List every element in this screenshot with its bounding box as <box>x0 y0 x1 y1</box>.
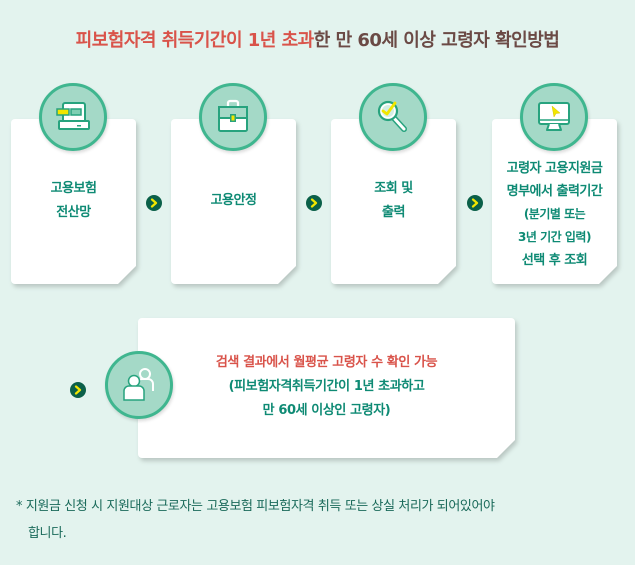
chevron-right-icon <box>70 382 86 398</box>
step-3-text: 조회 및 출력 <box>331 177 456 225</box>
title-highlight: 피보험자격 취득기간이 1년 초과 <box>75 30 315 51</box>
step-3-line-2: 출력 <box>382 205 405 220</box>
result-line-1: 검색 결과에서 월평균 고령자 수 확인 가능 <box>215 355 438 370</box>
step-card-2-body: 고용안정 <box>171 119 296 284</box>
step-4-text: 고령자 고용지원금 명부에서 출력기간 (분기별 또는 3년 기간 입력) 선택… <box>492 157 617 272</box>
step-4-line-5: 선택 후 조회 <box>521 253 588 268</box>
step-card-2: 고용안정 <box>171 119 296 284</box>
chevron-right-icon <box>467 195 483 211</box>
footnote-line-2: 합니다. <box>28 526 67 541</box>
chevron-right-icon <box>146 195 162 211</box>
step-4-line-1: 고령자 고용지원금 <box>506 161 603 176</box>
result-card-body: 검색 결과에서 월평균 고령자 수 확인 가능 (피보험자격취득기간이 1년 초… <box>138 318 515 458</box>
monitor-cursor-icon <box>520 83 588 151</box>
result-line-2: (피보험자격취득기간이 1년 초과하고 <box>228 379 425 394</box>
step-2-line-1: 고용안정 <box>210 193 257 208</box>
step-2-text: 고용안정 <box>171 189 296 213</box>
step-4-line-3: (분기별 또는 <box>523 207 586 221</box>
result-card: 검색 결과에서 월평균 고령자 수 확인 가능 (피보험자격취득기간이 1년 초… <box>138 318 515 458</box>
step-1-line-1: 고용보험 <box>50 181 97 196</box>
step-4-line-2: 명부에서 출력기간 <box>506 184 603 199</box>
users-icon <box>105 351 173 419</box>
step-4-line-4: 3년 기간 입력) <box>518 230 591 244</box>
step-1-text: 고용보험 전산망 <box>11 177 136 225</box>
step-3-line-1: 조회 및 <box>374 181 413 196</box>
computer-terminal-icon <box>39 83 107 151</box>
chevron-right-icon <box>306 195 322 211</box>
step-1-line-2: 전산망 <box>56 205 91 220</box>
footnote-line-1: * 지원금 신청 시 지원대상 근로자는 고용보험 피보험자격 취득 또는 상실… <box>16 499 495 514</box>
page-title: 피보험자격 취득기간이 1년 초과한 만 60세 이상 고령자 확인방법 <box>0 26 635 52</box>
briefcase-icon <box>199 83 267 151</box>
magnifier-check-icon <box>359 83 427 151</box>
title-rest: 한 만 60세 이상 고령자 확인방법 <box>313 30 560 51</box>
footnote: * 지원금 신청 시 지원대상 근로자는 고용보험 피보험자격 취득 또는 상실… <box>16 493 626 547</box>
result-text: 검색 결과에서 월평균 고령자 수 확인 가능 (피보험자격취득기간이 1년 초… <box>138 351 515 423</box>
result-line-3: 만 60세 이상인 고령자) <box>262 403 391 418</box>
